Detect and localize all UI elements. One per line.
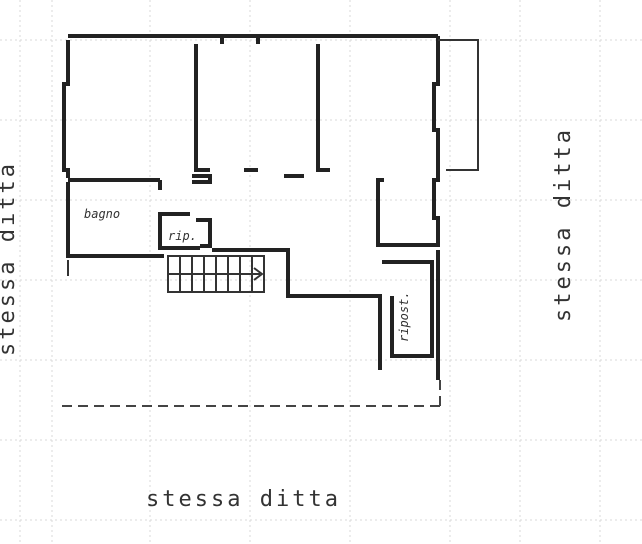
neighbor-label-left: stessa ditta [0,161,20,356]
boundary-dashed [62,380,442,408]
stair [167,255,265,293]
outer-walls [62,34,479,380]
neighbor-label-bottom: stessa ditta [146,487,341,512]
room-label-ripost: ripost. [397,291,411,342]
room-label-bagno: bagno [84,207,120,221]
neighbor-label-right: stessa ditta [551,127,576,322]
room-label-rip: rip. [168,229,197,243]
interior-walls [67,34,434,370]
